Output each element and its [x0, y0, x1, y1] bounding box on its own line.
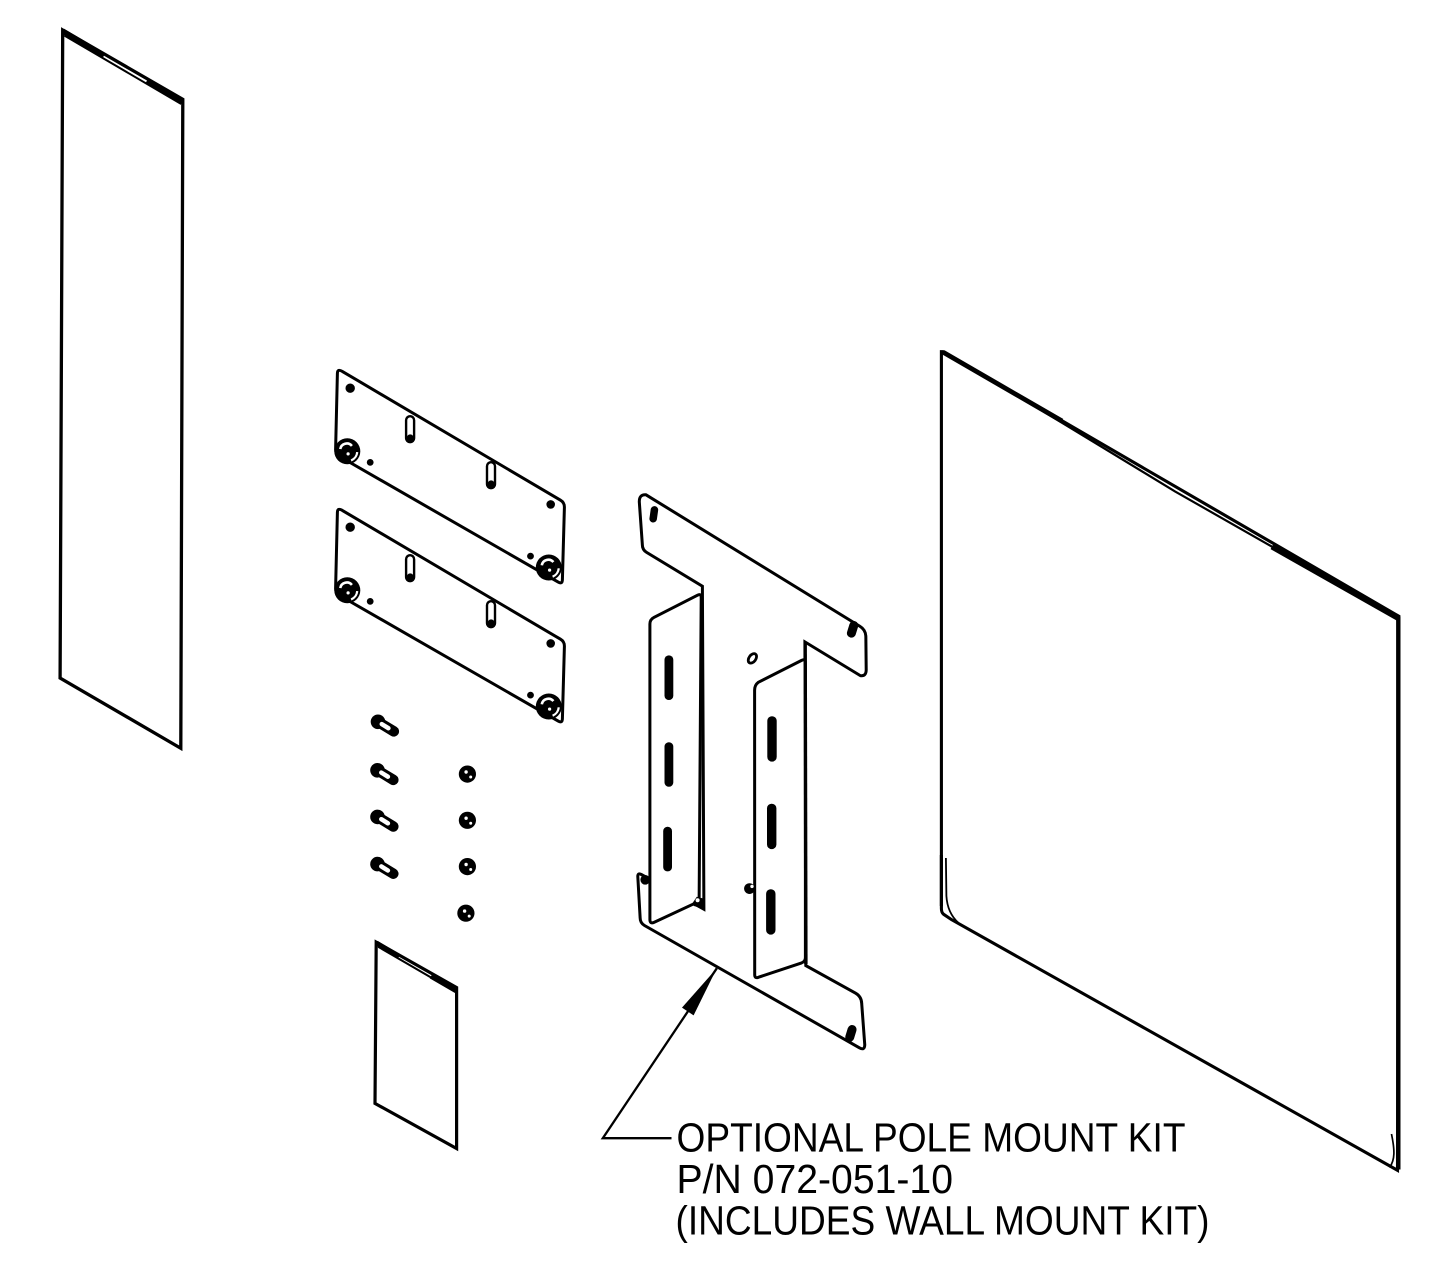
svg-text:(INCLUDES WALL MOUNT KIT): (INCLUDES WALL MOUNT KIT) [676, 1198, 1210, 1244]
svg-text:OPTIONAL POLE MOUNT KIT: OPTIONAL POLE MOUNT KIT [677, 1115, 1186, 1161]
svg-text:P/N 072-051-10: P/N 072-051-10 [677, 1156, 954, 1202]
